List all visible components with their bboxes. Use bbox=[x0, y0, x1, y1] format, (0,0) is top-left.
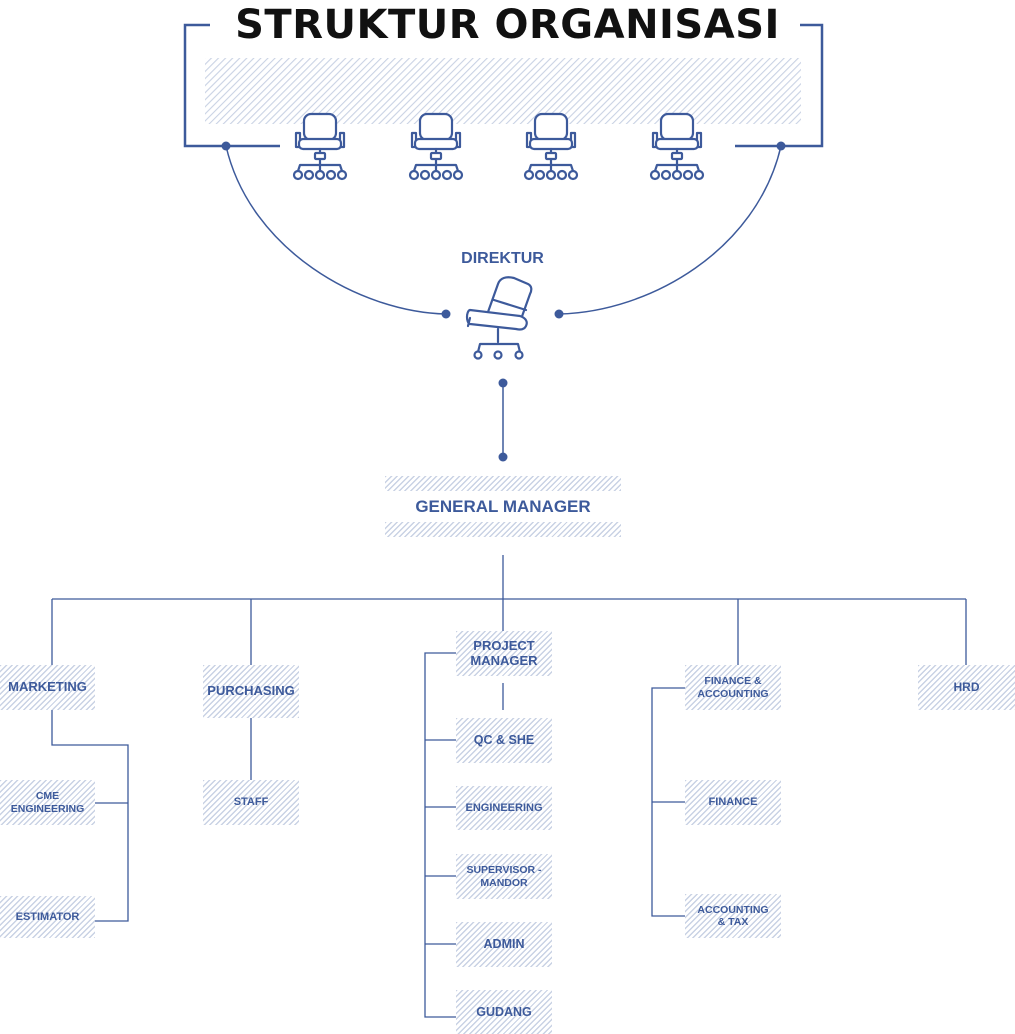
marketing-box: MARKETING bbox=[0, 665, 95, 710]
cme-engineering-box: CME ENGINEERING bbox=[0, 780, 95, 825]
accounting-tax-box: ACCOUNTING & TAX bbox=[685, 894, 781, 938]
purchasing-box: PURCHASING bbox=[203, 665, 299, 718]
staff-box: STAFF bbox=[203, 780, 299, 825]
gm-hatch-top bbox=[385, 476, 621, 491]
project-manager-box: PROJECT MANAGER bbox=[456, 631, 552, 676]
board-hatch-band bbox=[205, 58, 801, 124]
qc-she-box: QC & SHE bbox=[456, 718, 552, 763]
executive-chair-icon bbox=[465, 276, 533, 360]
finance-accounting-box: FINANCE & ACCOUNTING bbox=[685, 665, 781, 710]
finance-box: FINANCE bbox=[685, 780, 781, 825]
estimator-box: ESTIMATOR bbox=[0, 896, 95, 938]
supervisor-mandor-box: SUPERVISOR - MANDOR bbox=[456, 854, 552, 899]
general-manager-label: GENERAL MANAGER bbox=[415, 497, 591, 516]
admin-box: ADMIN bbox=[456, 922, 552, 967]
engineering-box: ENGINEERING bbox=[456, 786, 552, 830]
gudang-box: GUDANG bbox=[456, 990, 552, 1034]
gm-hatch-bottom bbox=[385, 522, 621, 537]
page-title: STRUKTUR ORGANISASI bbox=[0, 2, 1015, 48]
hrd-box: HRD bbox=[918, 665, 1015, 710]
direktur-label: DIREKTUR bbox=[461, 250, 544, 267]
